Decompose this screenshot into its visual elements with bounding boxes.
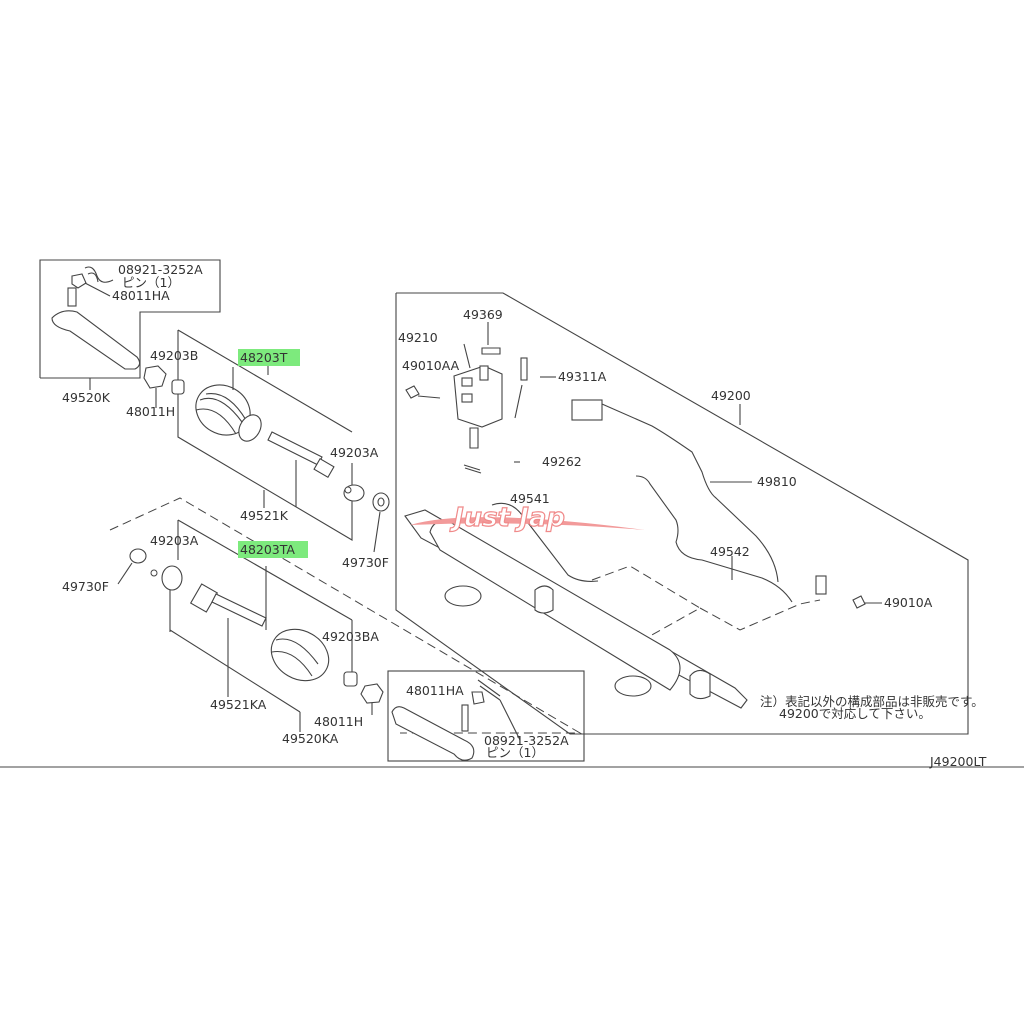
label-48011H-lower[interactable]: 48011H [314,714,363,729]
label-49730F-lower[interactable]: 49730F [62,579,109,594]
label-48011H-upper[interactable]: 48011H [126,404,175,419]
label-49810[interactable]: 49810 [757,474,797,489]
label-49542[interactable]: 49542 [710,544,750,559]
label-49010AA[interactable]: 49010AA [402,358,460,373]
label-49210[interactable]: 49210 [398,330,438,345]
label-49520K[interactable]: 49520K [62,390,111,405]
leader-lines [463,322,752,580]
label-49369[interactable]: 49369 [463,307,503,322]
label-49521KA[interactable]: 49521KA [210,697,267,712]
label-48011HA-lower[interactable]: 48011HA [406,683,464,698]
label-49541[interactable]: 49541 [510,491,550,506]
label-49203A-upper[interactable]: 49203A [330,445,379,460]
diagram-code: J49200LT [929,754,987,769]
label-08921-3252A-lower[interactable]: 08921-3252A [484,733,569,748]
note-line-1: 注）表記以外の構成部品は非販売です。 [760,694,984,709]
label-49203A-lower[interactable]: 49203A [150,533,199,548]
label-49730F-upper[interactable]: 49730F [342,555,389,570]
label-49311A[interactable]: 49311A [558,369,607,384]
label-49203BA[interactable]: 49203BA [322,629,379,644]
label-49010A[interactable]: 49010A [884,595,933,610]
watermark-logo: Just Jap [410,502,645,534]
label-49203B[interactable]: 49203B [150,348,198,363]
highlight-48203T [238,349,300,366]
label-48203T[interactable]: 48203T [240,350,288,365]
steering-gear-group [395,292,969,735]
label-48011HA-upper[interactable]: 48011HA [112,288,170,303]
inner-kit-upper-group [143,329,390,553]
label-48203TA[interactable]: 48203TA [240,542,295,557]
label-49262[interactable]: 49262 [542,454,582,469]
inner-kit-lower-group [109,497,582,734]
highlight-48203TA [238,541,308,558]
label-08921-3252A-upper[interactable]: 08921-3252A [118,262,203,277]
label-pin-lower: ピン（1） [486,745,544,760]
label-49200[interactable]: 49200 [711,388,751,403]
note-line-2: 49200で対応して下さい。 [779,706,931,721]
label-pin-upper: ピン（1） [122,275,180,290]
label-49520KA[interactable]: 49520KA [282,731,339,746]
label-49521K[interactable]: 49521K [240,508,289,523]
watermark-text: Just Jap [449,503,565,533]
part-labels: 08921-3252A ピン（1） 48011HA 49520K 49203B … [62,262,933,760]
tie-rod-end-upper-group [39,259,221,390]
tie-rod-end-lower-group [387,670,585,762]
